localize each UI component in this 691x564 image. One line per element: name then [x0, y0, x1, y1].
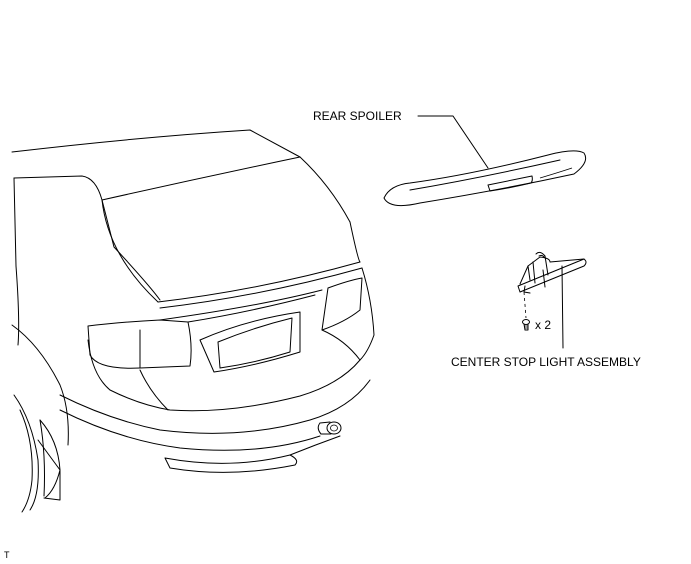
vehicle-rear-illustration	[11, 129, 375, 513]
rear-spoiler-label: REAR SPOILER	[313, 109, 402, 123]
bolt-guide-dashed-line	[523, 291, 527, 319]
center-stop-light-label: CENTER STOP LIGHT ASSEMBLY	[451, 355, 641, 369]
rear-spoiler	[383, 150, 587, 207]
bolt-quantity-label: x 2	[535, 318, 551, 332]
center-stop-light-leader-line	[561, 265, 564, 349]
corner-mark: T	[4, 550, 10, 560]
rear-spoiler-leader-line	[417, 115, 489, 169]
bolt-icon	[522, 319, 530, 331]
center-stop-light-assembly	[517, 251, 587, 294]
